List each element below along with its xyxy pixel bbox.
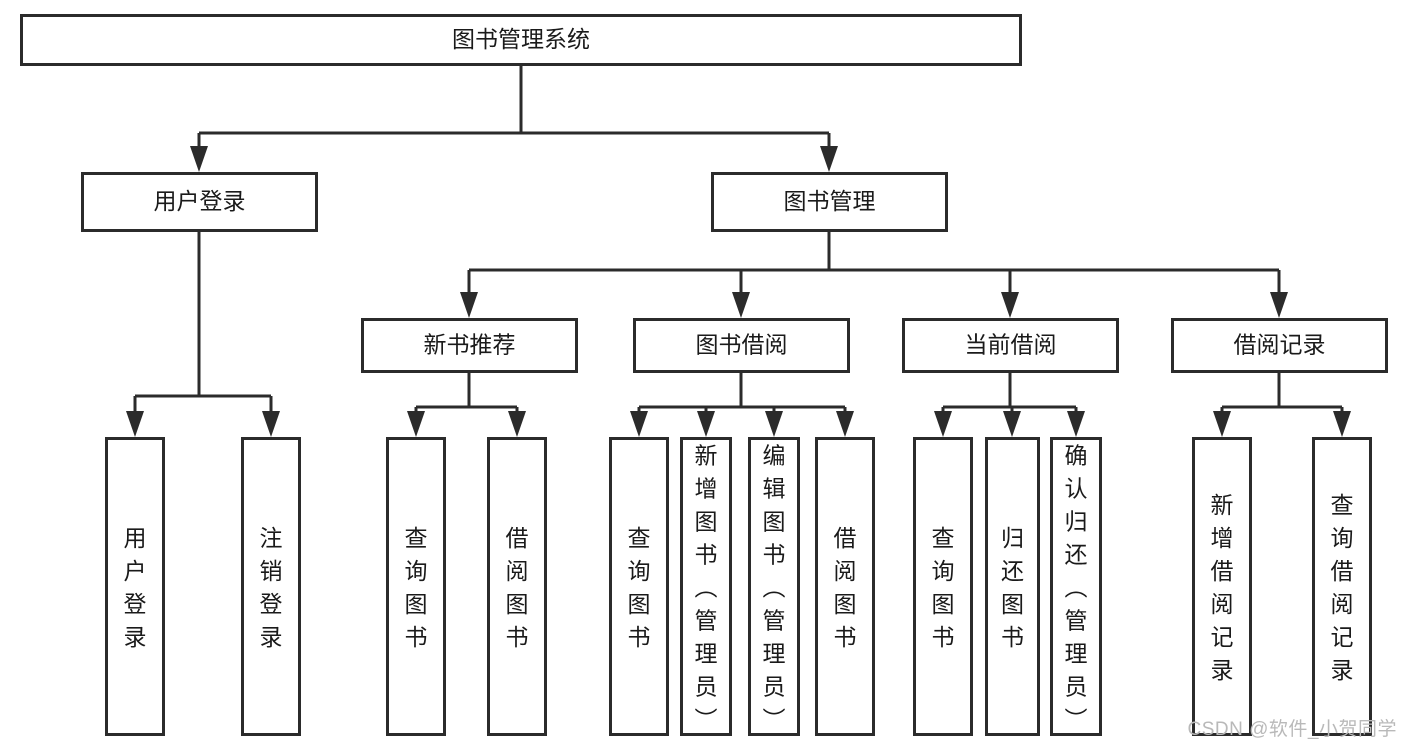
connector-group-new-book-rec [407,373,526,437]
node-box[interactable] [680,437,732,736]
arrow-head-icon [262,411,280,437]
connector-group-user-login [126,232,280,437]
node-box[interactable] [815,437,875,736]
node-op-confirm-return[interactable]: 确认归还︵管理员︶ [1050,437,1102,736]
arrow-head-icon [460,292,478,318]
node-label: 查询借阅记录 [1331,492,1354,683]
connector-layer [126,66,1351,437]
arrow-head-icon [697,411,715,437]
node-op-borrow-book-br[interactable]: 借阅图书 [815,437,875,736]
node-op-return-book[interactable]: 归还图书 [985,437,1040,736]
arrow-head-icon [732,292,750,318]
node-label: 编辑图书︵管理员︶ [763,443,786,733]
node-op-user-login[interactable]: 用户登录 [105,437,165,736]
node-op-add-record[interactable]: 新增借阅记录 [1192,437,1252,736]
node-op-add-book[interactable]: 新增图书︵管理员︶ [680,437,732,736]
node-label: 用户登录 [154,188,246,214]
node-current-borrow[interactable]: 当前借阅 [902,318,1119,373]
arrow-head-icon [820,146,838,172]
node-box[interactable] [241,437,301,736]
connector-group-borrow-record [1213,373,1351,437]
node-label: 新增借阅记录 [1211,492,1234,683]
arrow-head-icon [934,411,952,437]
node-box[interactable] [105,437,165,736]
node-op-edit-book[interactable]: 编辑图书︵管理员︶ [748,437,800,736]
node-op-query-book-cb[interactable]: 查询图书 [913,437,973,736]
node-box[interactable] [81,172,318,232]
node-box[interactable] [1171,318,1388,373]
node-label: 图书管理系统 [452,26,590,52]
node-label: 图书借阅 [696,332,788,358]
node-label: 查询图书 [405,525,428,650]
node-box[interactable] [913,437,973,736]
arrow-head-icon [508,411,526,437]
node-box[interactable] [1312,437,1372,736]
node-label: 新书推荐 [424,332,516,358]
connector-group-book-manage [460,232,1288,318]
connector-group-book-borrow [630,373,854,437]
node-label: 当前借阅 [965,332,1057,358]
node-box[interactable] [1192,437,1252,736]
node-op-query-book-br[interactable]: 查询图书 [609,437,669,736]
node-box[interactable] [711,172,948,232]
node-label: 借阅图书 [506,525,529,650]
arrow-head-icon [630,411,648,437]
node-op-query-book-rec[interactable]: 查询图书 [386,437,446,736]
node-borrow-record[interactable]: 借阅记录 [1171,318,1388,373]
node-op-query-record[interactable]: 查询借阅记录 [1312,437,1372,736]
node-box[interactable] [487,437,547,736]
arrow-head-icon [1270,292,1288,318]
node-label: 归还图书 [1001,525,1024,650]
node-root[interactable]: 图书管理系统 [20,14,1022,66]
node-box[interactable] [748,437,800,736]
node-label: 借阅记录 [1234,332,1326,358]
arrow-head-icon [1003,411,1021,437]
node-op-logout[interactable]: 注销登录 [241,437,301,736]
connector-group-current-borrow [934,373,1085,437]
node-label: 借阅图书 [834,525,857,650]
node-label: 确认归还︵管理员︶ [1065,443,1088,733]
arrow-head-icon [1001,292,1019,318]
node-op-borrow-book-rec[interactable]: 借阅图书 [487,437,547,736]
node-label: 注销登录 [260,525,283,650]
node-label: 查询图书 [628,525,651,650]
node-box[interactable] [902,318,1119,373]
node-label: 新增图书︵管理员︶ [695,443,718,733]
node-new-book-rec[interactable]: 新书推荐 [361,318,578,373]
arrow-head-icon [1333,411,1351,437]
node-box[interactable] [633,318,850,373]
node-user-login[interactable]: 用户登录 [81,172,318,232]
node-label: 用户登录 [124,525,147,650]
connector-group-root [190,66,838,172]
arrow-head-icon [836,411,854,437]
node-layer: 图书管理系统用户登录图书管理新书推荐图书借阅当前借阅借阅记录用户登录注销登录查询… [20,14,1388,736]
arrow-head-icon [190,146,208,172]
arrow-head-icon [126,411,144,437]
node-box[interactable] [20,14,1022,66]
arrow-head-icon [1067,411,1085,437]
csdn-watermark: CSDN @软件_小贺同学 [1187,719,1397,740]
arrow-head-icon [407,411,425,437]
node-box[interactable] [361,318,578,373]
node-book-manage[interactable]: 图书管理 [711,172,948,232]
node-box[interactable] [609,437,669,736]
node-label: 图书管理 [784,188,876,214]
node-label: 查询图书 [932,525,955,650]
node-box[interactable] [1050,437,1102,736]
node-book-borrow[interactable]: 图书借阅 [633,318,850,373]
node-box[interactable] [386,437,446,736]
arrow-head-icon [765,411,783,437]
node-box[interactable] [985,437,1040,736]
arrow-head-icon [1213,411,1231,437]
